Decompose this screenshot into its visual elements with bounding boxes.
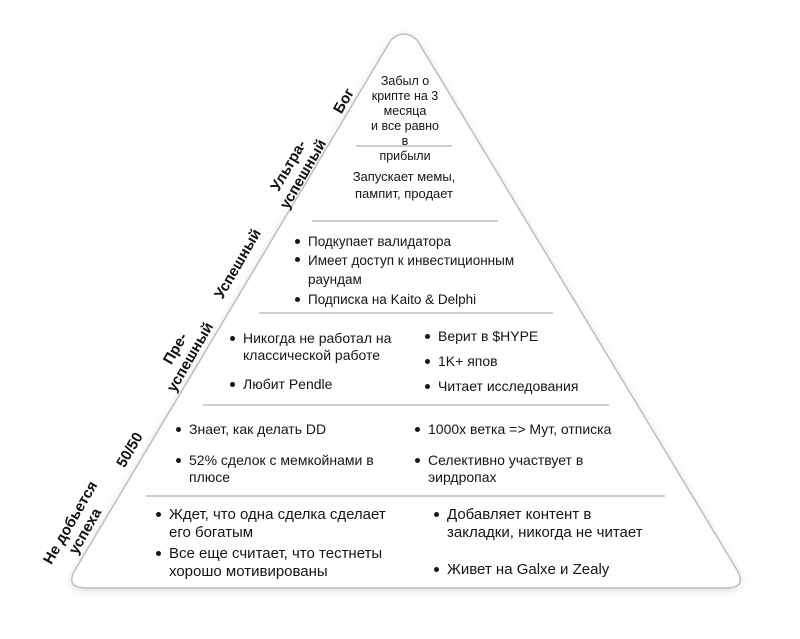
text-line: прибыли xyxy=(379,149,431,163)
text-line: пампит, продает xyxy=(354,186,454,201)
item-text: Верит в $HYPE xyxy=(438,328,539,344)
item-text: 52% сделок с мемкойнами в xyxy=(189,452,374,468)
tier-god-text: Забыл о крипте на 3 месяца и все равно в… xyxy=(370,74,440,164)
text-line: Забыл о xyxy=(380,74,430,88)
item-text: Живет на Galxe и Zealy xyxy=(447,561,610,578)
item-text: Никогда не работал на xyxy=(243,330,392,346)
item-text: Читает исследования xyxy=(438,378,579,394)
item-text: Имеет доступ к инвестиционным xyxy=(308,253,515,268)
tier-pre-item: Никогда не работал на классической работ… xyxy=(229,330,391,364)
tier-wont-item: Добавляет контент в закладки, никогда не… xyxy=(433,506,643,542)
item-text: его богатым xyxy=(169,524,254,541)
tier-fifty-item: Селективно участвует в эирдропах xyxy=(414,452,583,486)
item-text: раундам xyxy=(308,272,362,287)
item-text: Все еще считает, что тестнеты xyxy=(169,545,383,562)
text-line: и все равно в xyxy=(370,119,440,148)
item-text: Ждет, что одна сделка сделает xyxy=(169,506,386,523)
text-line: крипте на 3 xyxy=(371,89,439,103)
tier-fifty-item: Знает, как делать DD xyxy=(175,421,326,438)
tier-wont-item: Ждет, что одна сделка сделает его богаты… xyxy=(155,506,386,542)
item-text: Знает, как делать DD xyxy=(189,421,327,437)
tier-fifty-item: 52% сделок с мемкойнами в плюсе xyxy=(175,452,374,486)
item-text: классической работе xyxy=(243,347,381,363)
text-line: месяца xyxy=(383,104,427,118)
tier-pre-item: Читает исследования xyxy=(424,378,578,395)
item-text: Селективно участвует в xyxy=(428,452,584,468)
tier-successful-item: Имеет доступ к инвестиционным раундам xyxy=(294,251,514,289)
tier-ultra-text: Запускает мемы, пампит, продает xyxy=(334,168,474,202)
tier-wont-item: Живет на Galxe и Zealy xyxy=(433,561,609,579)
item-text: Подписка на Kaito & Delphi xyxy=(308,292,477,307)
tier-pre-item: Верит в $HYPE xyxy=(424,328,538,345)
item-text: 1K+ япов xyxy=(438,353,498,369)
tier-fifty-item: 1000x ветка => Мут, отписка xyxy=(414,421,611,438)
item-text: Подкупает валидатора xyxy=(308,234,452,249)
tier-successful-item: Подписка на Kaito & Delphi xyxy=(294,291,476,308)
item-text: 1000x ветка => Мут, отписка xyxy=(428,421,612,437)
item-text: плюсе xyxy=(189,469,231,485)
tier-successful-item: Подкупает валидатора xyxy=(294,233,451,250)
tier-pre-item: 1K+ япов xyxy=(424,353,498,370)
pyramid-outline xyxy=(71,33,741,589)
item-text: закладки, никогда не читает xyxy=(447,524,643,541)
item-text: хорошо мотивированы xyxy=(169,563,328,580)
item-text: Любит Pendle xyxy=(243,376,333,392)
tier-pre-item: Любит Pendle xyxy=(229,376,332,393)
item-text: эирдропах xyxy=(428,469,497,485)
text-line: Запускает мемы, xyxy=(352,169,456,184)
tier-wont-item: Все еще считает, что тестнеты хорошо мот… xyxy=(155,545,382,581)
item-text: Добавляет контент в xyxy=(447,506,592,523)
